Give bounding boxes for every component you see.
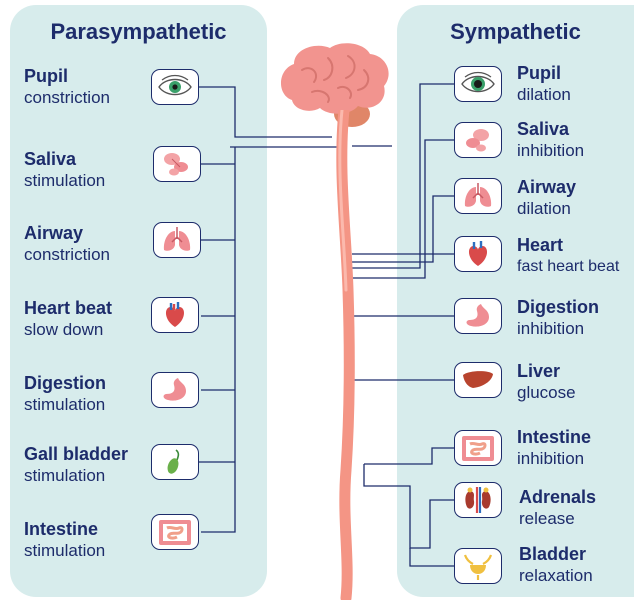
symp-item-pupil: Pupil dilation [517,62,571,106]
lungs-icon [153,222,201,258]
symp-item-intestine: Intestine inhibition [517,426,591,470]
item-title: Gall bladder [24,443,128,465]
bladder-icon [454,548,502,584]
salivary-gland-icon [153,146,201,182]
connector-bladder-relaxation [410,548,454,566]
para-item-saliva: Saliva stimulation [24,148,105,192]
stomach-icon [454,298,502,334]
symp-item-saliva: Saliva inhibition [517,118,584,162]
lungs-icon [454,178,502,214]
item-title: Liver [517,360,576,382]
item-subtitle: fast heart beat [517,256,619,278]
item-title: Adrenals [519,486,596,508]
symp-item-airway: Airway dilation [517,176,576,220]
item-title: Intestine [517,426,591,448]
heart-icon [151,297,199,333]
item-subtitle: inhibition [517,318,599,340]
item-title: Pupil [517,62,571,84]
item-title: Airway [517,176,576,198]
item-title: Intestine [24,518,105,540]
para-item-intestine: Intestine stimulation [24,518,105,562]
item-title: Saliva [517,118,584,140]
item-subtitle: dilation [517,198,576,220]
item-title: Pupil [24,65,110,87]
stomach-icon [151,372,199,408]
eye-icon [454,66,502,102]
intestine-icon [151,514,199,550]
para-item-digestion: Digestion stimulation [24,372,106,416]
symp-item-digestion: Digestion inhibition [517,296,599,340]
gall-bladder-icon [151,444,199,480]
intestine-icon [454,430,502,466]
item-subtitle: relaxation [519,565,593,587]
item-title: Digestion [517,296,599,318]
symp-item-bladder: Bladder relaxation [519,543,593,587]
symp-item-adrenals: Adrenals release [519,486,596,530]
salivary-gland-icon [454,122,502,158]
item-subtitle: stimulation [24,465,128,487]
symp-item-liver: Liver glucose [517,360,576,404]
item-subtitle: constriction [24,87,110,109]
para-item-heart-beat: Heart beat slow down [24,297,112,341]
item-subtitle: release [519,508,596,530]
liver-icon [454,362,502,398]
item-subtitle: constriction [24,244,110,266]
item-subtitle: dilation [517,84,571,106]
heart-icon [454,236,502,272]
item-subtitle: slow down [24,319,112,341]
item-title: Saliva [24,148,105,170]
item-subtitle: stimulation [24,394,106,416]
item-title: Bladder [519,543,593,565]
para-item-pupil: Pupil constriction [24,65,110,109]
para-item-airway: Airway constriction [24,222,110,266]
spinal-cord-illustration [320,110,380,600]
item-title: Heart [517,234,619,256]
eye-icon [151,69,199,105]
item-subtitle: stimulation [24,540,105,562]
item-subtitle: stimulation [24,170,105,192]
para-item-gall-bladder: Gall bladder stimulation [24,443,128,487]
item-title: Heart beat [24,297,112,319]
item-title: Airway [24,222,110,244]
item-subtitle: inhibition [517,448,591,470]
item-subtitle: inhibition [517,140,584,162]
symp-item-heart: Heart fast heart beat [517,234,619,278]
item-title: Digestion [24,372,106,394]
kidneys-icon [454,482,502,518]
item-subtitle: glucose [517,382,576,404]
